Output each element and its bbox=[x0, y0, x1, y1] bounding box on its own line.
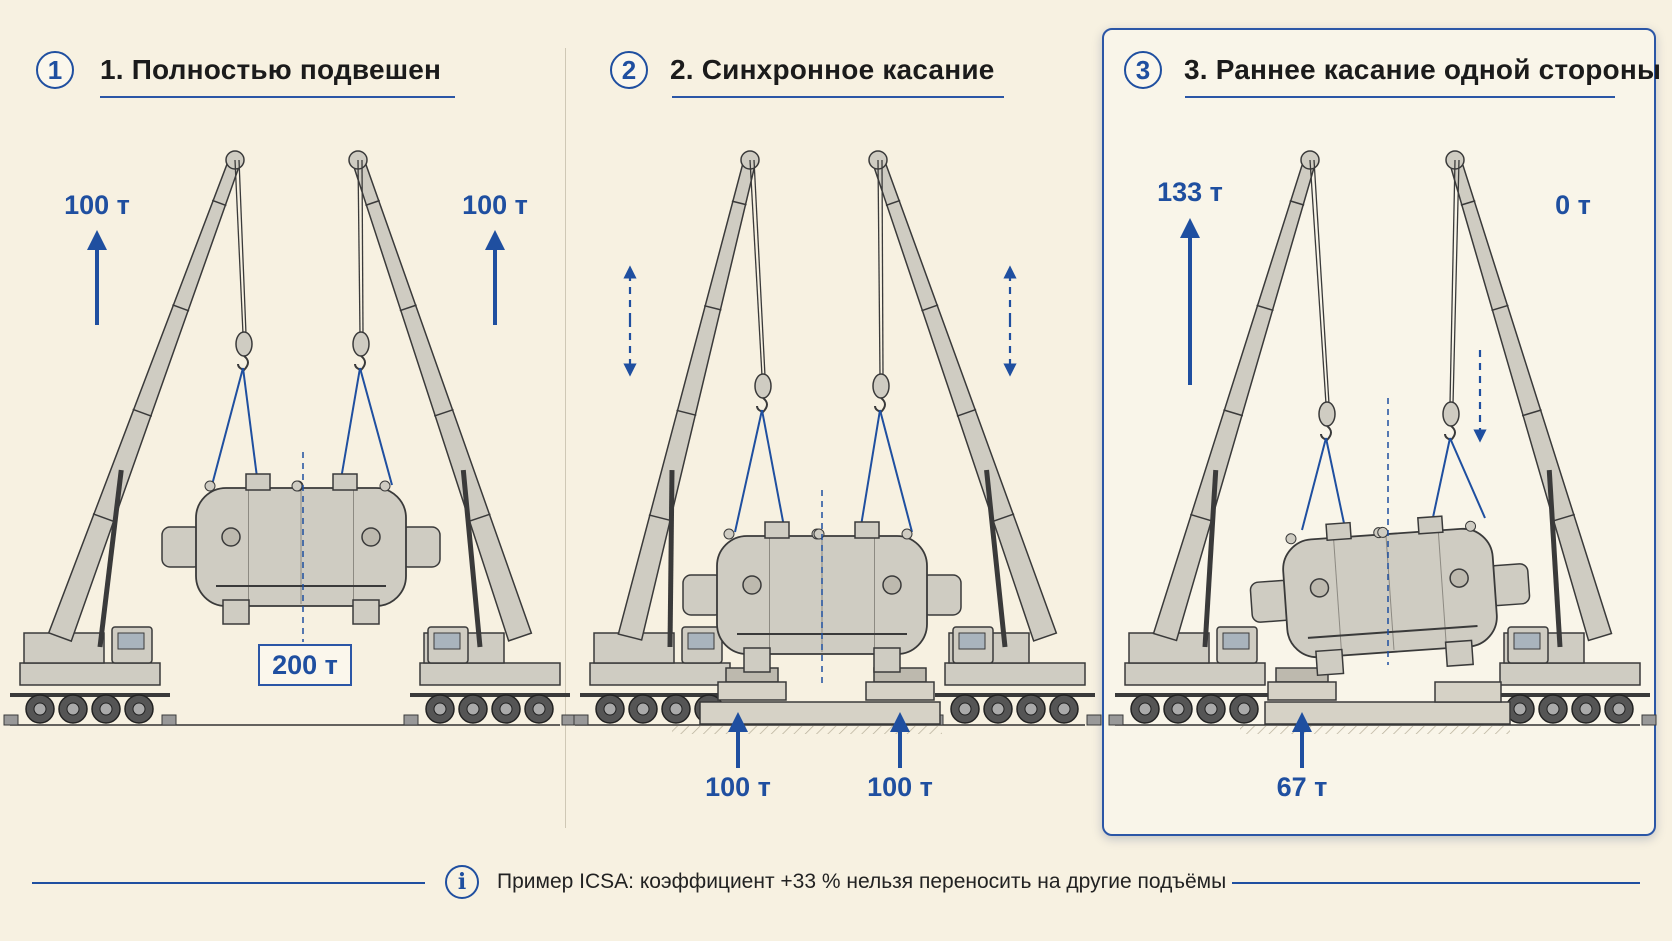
panel-2-title-text: 2. Синхронное касание bbox=[670, 54, 995, 85]
crane-panel-3-right bbox=[1442, 150, 1657, 726]
crane-panel-1-right bbox=[348, 150, 577, 726]
panel-3-right-crane-load: 0 т bbox=[1555, 190, 1591, 220]
panel-1-underline bbox=[100, 96, 455, 98]
crane-panel-3-left bbox=[1108, 150, 1336, 726]
panel-1-right-crane-load: 100 т bbox=[462, 190, 528, 220]
foundation-panel-3 bbox=[1264, 701, 1511, 725]
foundation-panel-2 bbox=[699, 701, 941, 725]
footer-text: Пример ICSA: коэффициент +33 % нельзя пе… bbox=[497, 870, 1227, 893]
support-panel-3-right bbox=[1434, 681, 1502, 703]
panel-3-underline bbox=[1185, 96, 1615, 98]
panel-2-right-support-load: 100 т bbox=[867, 772, 933, 802]
panel-1-title: 1 1. Полностью подвешен bbox=[36, 45, 441, 95]
slings-panel-3-right bbox=[1431, 437, 1486, 523]
panel-2-left-support-load: 100 т bbox=[705, 772, 771, 802]
step-badge-3: 3 bbox=[1124, 51, 1162, 89]
info-icon: i bbox=[445, 865, 479, 899]
panel-1-total-load: 200 т bbox=[258, 644, 352, 686]
slings-panel-1-right bbox=[339, 367, 393, 486]
support-panel-2-left bbox=[717, 667, 787, 701]
step-badge-1: 1 bbox=[36, 51, 74, 89]
slings-panel-2-left bbox=[734, 409, 786, 533]
crane-panel-1-left bbox=[3, 150, 253, 726]
step-badge-2: 2 bbox=[610, 51, 648, 89]
panel-3-left-crane-load: 133 т bbox=[1157, 177, 1223, 207]
panel-3-title: 3 3. Раннее касание одной стороны bbox=[1124, 45, 1661, 95]
panel-1-title-text: 1. Полностью подвешен bbox=[100, 54, 442, 85]
support-panel-2-right bbox=[865, 667, 935, 701]
slings-panel-1-left bbox=[211, 367, 259, 486]
vessel-panel-3 bbox=[1249, 515, 1531, 677]
panel-2-underline bbox=[672, 96, 1004, 98]
ground-line bbox=[10, 724, 1640, 734]
panel-3-title-text: 3. Раннее касание одной стороны bbox=[1184, 54, 1662, 85]
footer-rule-right bbox=[1232, 882, 1640, 884]
slings-panel-3-left bbox=[1301, 437, 1346, 531]
slings-panel-2-right bbox=[859, 409, 913, 533]
panel-3-left-support-load: 67 т bbox=[1276, 772, 1328, 802]
panel-divider bbox=[565, 48, 566, 828]
vessel-panel-1 bbox=[161, 473, 441, 625]
crane-panel-2-right bbox=[868, 150, 1102, 726]
panel-1-left-crane-load: 100 т bbox=[64, 190, 130, 220]
footer-content: i Пример ICSA: коэффициент +33 % нельзя … bbox=[445, 862, 1226, 902]
panel-2-title: 2 2. Синхронное касание bbox=[610, 45, 995, 95]
support-panel-3-left bbox=[1267, 667, 1337, 701]
footer-note: i Пример ICSA: коэффициент +33 % нельзя … bbox=[0, 862, 1672, 902]
footer-rule-left bbox=[32, 882, 425, 884]
